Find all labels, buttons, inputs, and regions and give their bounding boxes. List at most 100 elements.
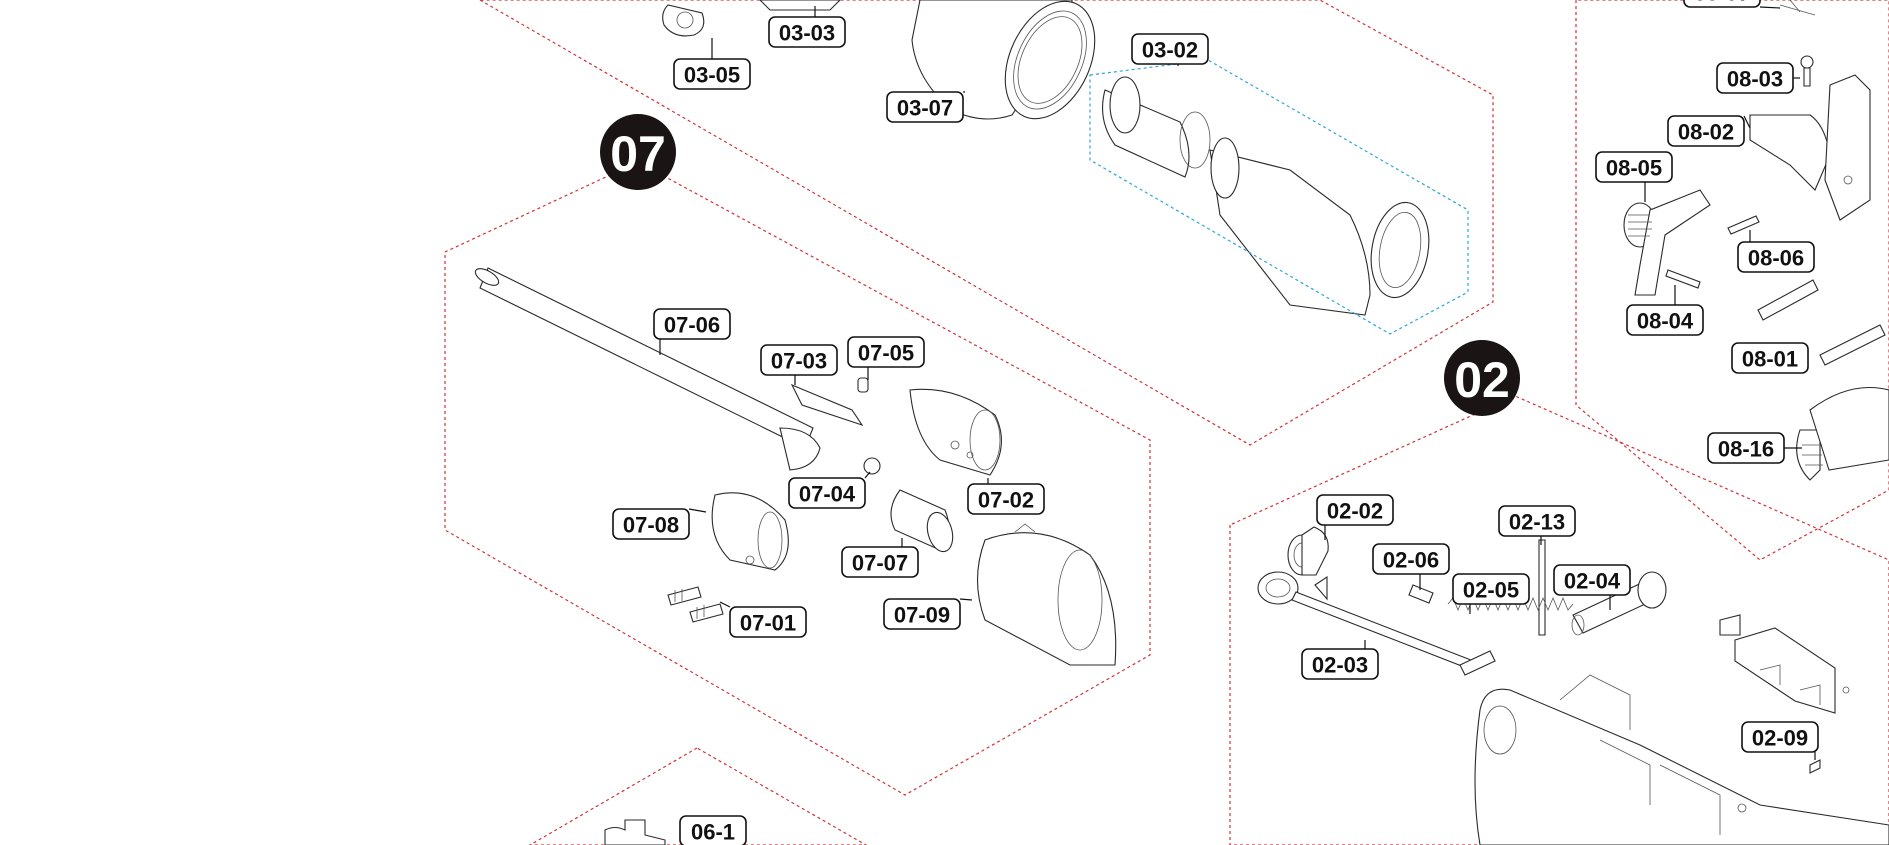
part-number: 07-02 xyxy=(978,488,1034,513)
part-label-02-05: 02-05 xyxy=(1452,573,1530,605)
part-drawings xyxy=(474,0,1889,845)
part-number: 02-02 xyxy=(1327,499,1383,524)
part-number: 03-05 xyxy=(684,63,740,88)
part-number: 03-02 xyxy=(1142,38,1198,63)
part-label-03-05: 03-05 xyxy=(673,58,751,90)
part-02-02-drawing xyxy=(1287,526,1329,576)
part-08-04-drawing xyxy=(1665,269,1701,289)
part-label-07-09: 07-09 xyxy=(883,598,961,630)
part-07-06-drawing xyxy=(474,267,821,471)
part-07-05-drawing xyxy=(857,377,869,393)
part-label-03-03: 03-03 xyxy=(768,16,846,48)
group-regions xyxy=(444,0,1889,845)
part-number: 02-03 xyxy=(1312,653,1368,678)
part-number: 08-16 xyxy=(1718,437,1774,462)
group-badge-07: 07 xyxy=(600,114,676,190)
part-08-06-drawing xyxy=(1727,215,1760,235)
part-08-02-drawing xyxy=(1749,74,1871,221)
part-08-07-drawing xyxy=(1779,0,1816,16)
leader-line-07-04 xyxy=(864,471,871,479)
part-number: 07-09 xyxy=(894,603,950,628)
part-label-08-01: 08-01 xyxy=(1731,342,1809,374)
part-label-08-06: 08-06 xyxy=(1737,241,1815,273)
part-02-receiver-drawing xyxy=(1474,614,1889,845)
part-08-01-drawing xyxy=(1757,279,1886,366)
leader-line-07-01 xyxy=(719,601,731,608)
part-number: 02-13 xyxy=(1509,510,1565,535)
part-07-04-drawing xyxy=(863,457,881,475)
part-label-02-02: 02-02 xyxy=(1316,494,1394,526)
part-label-02-03: 02-03 xyxy=(1301,648,1379,680)
part-number: 02-04 xyxy=(1564,569,1621,594)
part-number: 06-1 xyxy=(691,820,735,845)
group-badge-number: 02 xyxy=(1454,352,1510,408)
part-number: 07-04 xyxy=(799,482,856,507)
part-number: 08-04 xyxy=(1637,309,1694,334)
part-03-02-drawing xyxy=(1102,76,1430,316)
part-label-02-13: 02-13 xyxy=(1498,505,1576,537)
leader-line-07-09 xyxy=(959,598,973,601)
part-number: 08-02 xyxy=(1678,120,1734,145)
part-02-13-drawing xyxy=(1538,539,1546,636)
part-label-07-08: 07-08 xyxy=(612,508,690,540)
part-number: 08-03 xyxy=(1727,67,1783,92)
part-07-03-drawing xyxy=(790,383,864,427)
part-labels: 03-05 03-03 03-07 03-02 07-06 07-03 07-05 07-04… xyxy=(612,0,1819,845)
leader-line-07-08 xyxy=(688,508,707,513)
part-label-07-04: 07-04 xyxy=(788,477,866,509)
part-number: 07-01 xyxy=(740,611,796,636)
group-06-region xyxy=(528,747,868,845)
part-number: 08-07 xyxy=(1694,0,1750,6)
part-03-03-drawing xyxy=(759,0,841,11)
part-number: 02-06 xyxy=(1383,548,1439,573)
part-number: 03-07 xyxy=(897,96,953,121)
group-badge-number: 07 xyxy=(610,126,666,182)
part-label-08-02: 08-02 xyxy=(1667,115,1745,147)
part-label-08-05: 08-05 xyxy=(1595,151,1673,183)
part-02-09-drawing xyxy=(1809,759,1821,774)
leader-line-08-07 xyxy=(1759,6,1781,9)
part-number: 07-05 xyxy=(858,341,914,366)
part-label-02-09: 02-09 xyxy=(1741,721,1819,753)
leader-line-08-02 xyxy=(1743,115,1751,129)
part-number: 07-08 xyxy=(623,513,679,538)
part-label-08-03: 08-03 xyxy=(1716,62,1794,94)
part-number: 07-07 xyxy=(852,551,908,576)
part-number: 08-01 xyxy=(1742,347,1798,372)
part-08-16-drawing xyxy=(1796,387,1889,481)
part-06-1-drawing xyxy=(604,819,666,845)
part-07-01-drawing xyxy=(667,586,724,623)
part-02-04-drawing xyxy=(1571,571,1667,636)
part-label-03-02: 03-02 xyxy=(1131,33,1209,65)
part-label-07-01: 07-01 xyxy=(729,606,807,638)
part-number: 02-09 xyxy=(1752,726,1808,751)
part-label-02-04: 02-04 xyxy=(1553,564,1631,596)
part-02-06-drawing xyxy=(1408,584,1434,604)
group-02-region xyxy=(444,161,1151,796)
leader-lines xyxy=(659,6,1816,760)
part-number: 07-03 xyxy=(771,349,827,374)
group-08-region xyxy=(1575,0,1889,561)
part-02-03-drawing xyxy=(1257,571,1496,676)
part-label-07-06: 07-06 xyxy=(653,308,731,340)
part-label-07-03: 07-03 xyxy=(760,344,838,376)
part-label-02-06: 02-06 xyxy=(1372,543,1450,575)
part-label-07-05: 07-05 xyxy=(847,336,925,368)
part-number: 02-05 xyxy=(1463,578,1519,603)
part-label-08-04: 08-04 xyxy=(1626,304,1704,336)
part-08-03-drawing xyxy=(1800,55,1814,87)
part-03-02-subassembly-outline xyxy=(1089,59,1469,335)
part-label-08-07: 08-07 xyxy=(1683,0,1761,8)
part-07-07-drawing xyxy=(890,489,954,553)
group-03-region xyxy=(1229,395,1889,845)
part-03-05-drawing xyxy=(662,4,705,37)
part-label-06-1: 06-1 xyxy=(679,815,747,845)
part-number: 07-06 xyxy=(664,313,720,338)
part-label-07-07: 07-07 xyxy=(841,546,919,578)
part-label-03-07: 03-07 xyxy=(886,91,964,123)
part-07-09-drawing xyxy=(976,523,1117,666)
part-07-02-drawing xyxy=(909,388,1002,476)
group-badges: 07 02 xyxy=(600,114,1520,416)
part-number: 08-06 xyxy=(1748,246,1804,271)
